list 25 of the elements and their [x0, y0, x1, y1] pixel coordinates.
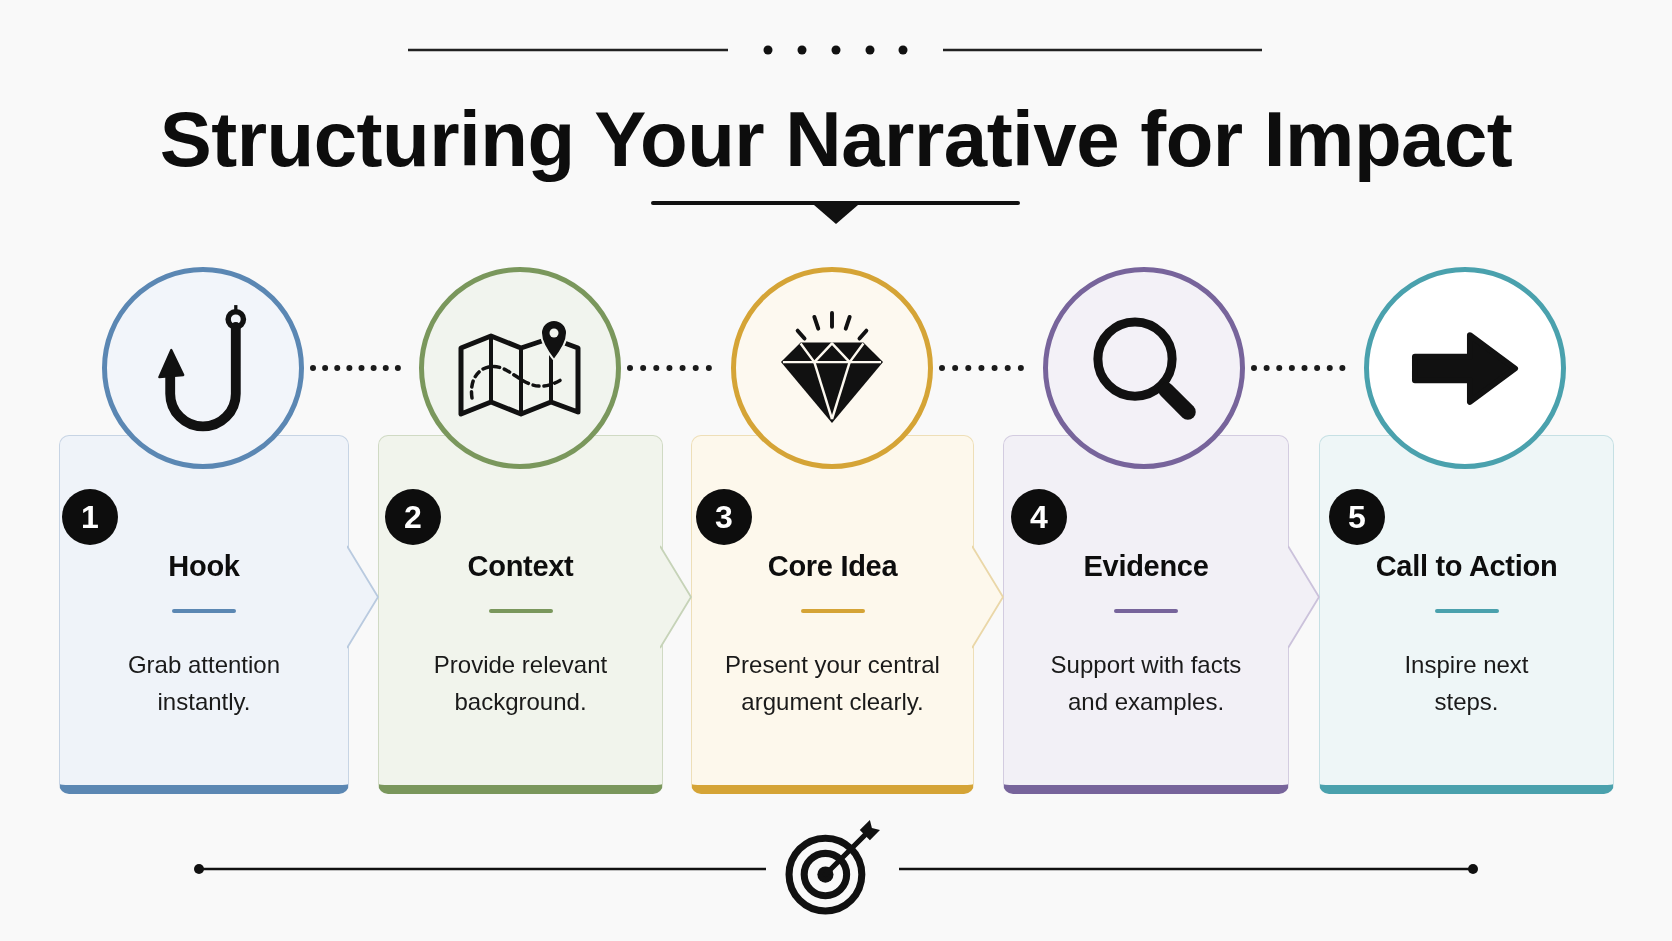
step-card — [1319, 435, 1614, 794]
step-card — [378, 435, 663, 794]
step-card — [691, 435, 974, 794]
chevron-arrow — [1287, 545, 1320, 649]
step-title: Call to Action — [1375, 549, 1558, 584]
chevron-arrow — [971, 545, 1004, 649]
chevron-arrow — [346, 545, 379, 649]
diagram-title: Structuring Your Narrative for Impact — [159, 94, 1513, 185]
step-description: Present your central argument clearly. — [724, 650, 941, 717]
step-description: Grab attention instantly. — [126, 650, 282, 717]
step-description: Support with facts and examples. — [1049, 650, 1243, 717]
step-description: Provide relevant background. — [432, 650, 609, 717]
step-title: Evidence — [1083, 549, 1209, 584]
step-number: 1 — [62, 489, 118, 545]
step-number: 2 — [385, 489, 441, 545]
step-title: Core Idea — [767, 549, 898, 584]
step-title: Hook — [168, 549, 240, 584]
step-title: Context — [467, 549, 574, 584]
step-card — [59, 435, 349, 794]
step-number: 3 — [696, 489, 752, 545]
step-number: 5 — [1329, 489, 1385, 545]
step-card — [1003, 435, 1289, 794]
step-description: Inspire next steps. — [1403, 650, 1530, 717]
chevron-arrow — [659, 545, 692, 649]
step-number: 4 — [1011, 489, 1067, 545]
